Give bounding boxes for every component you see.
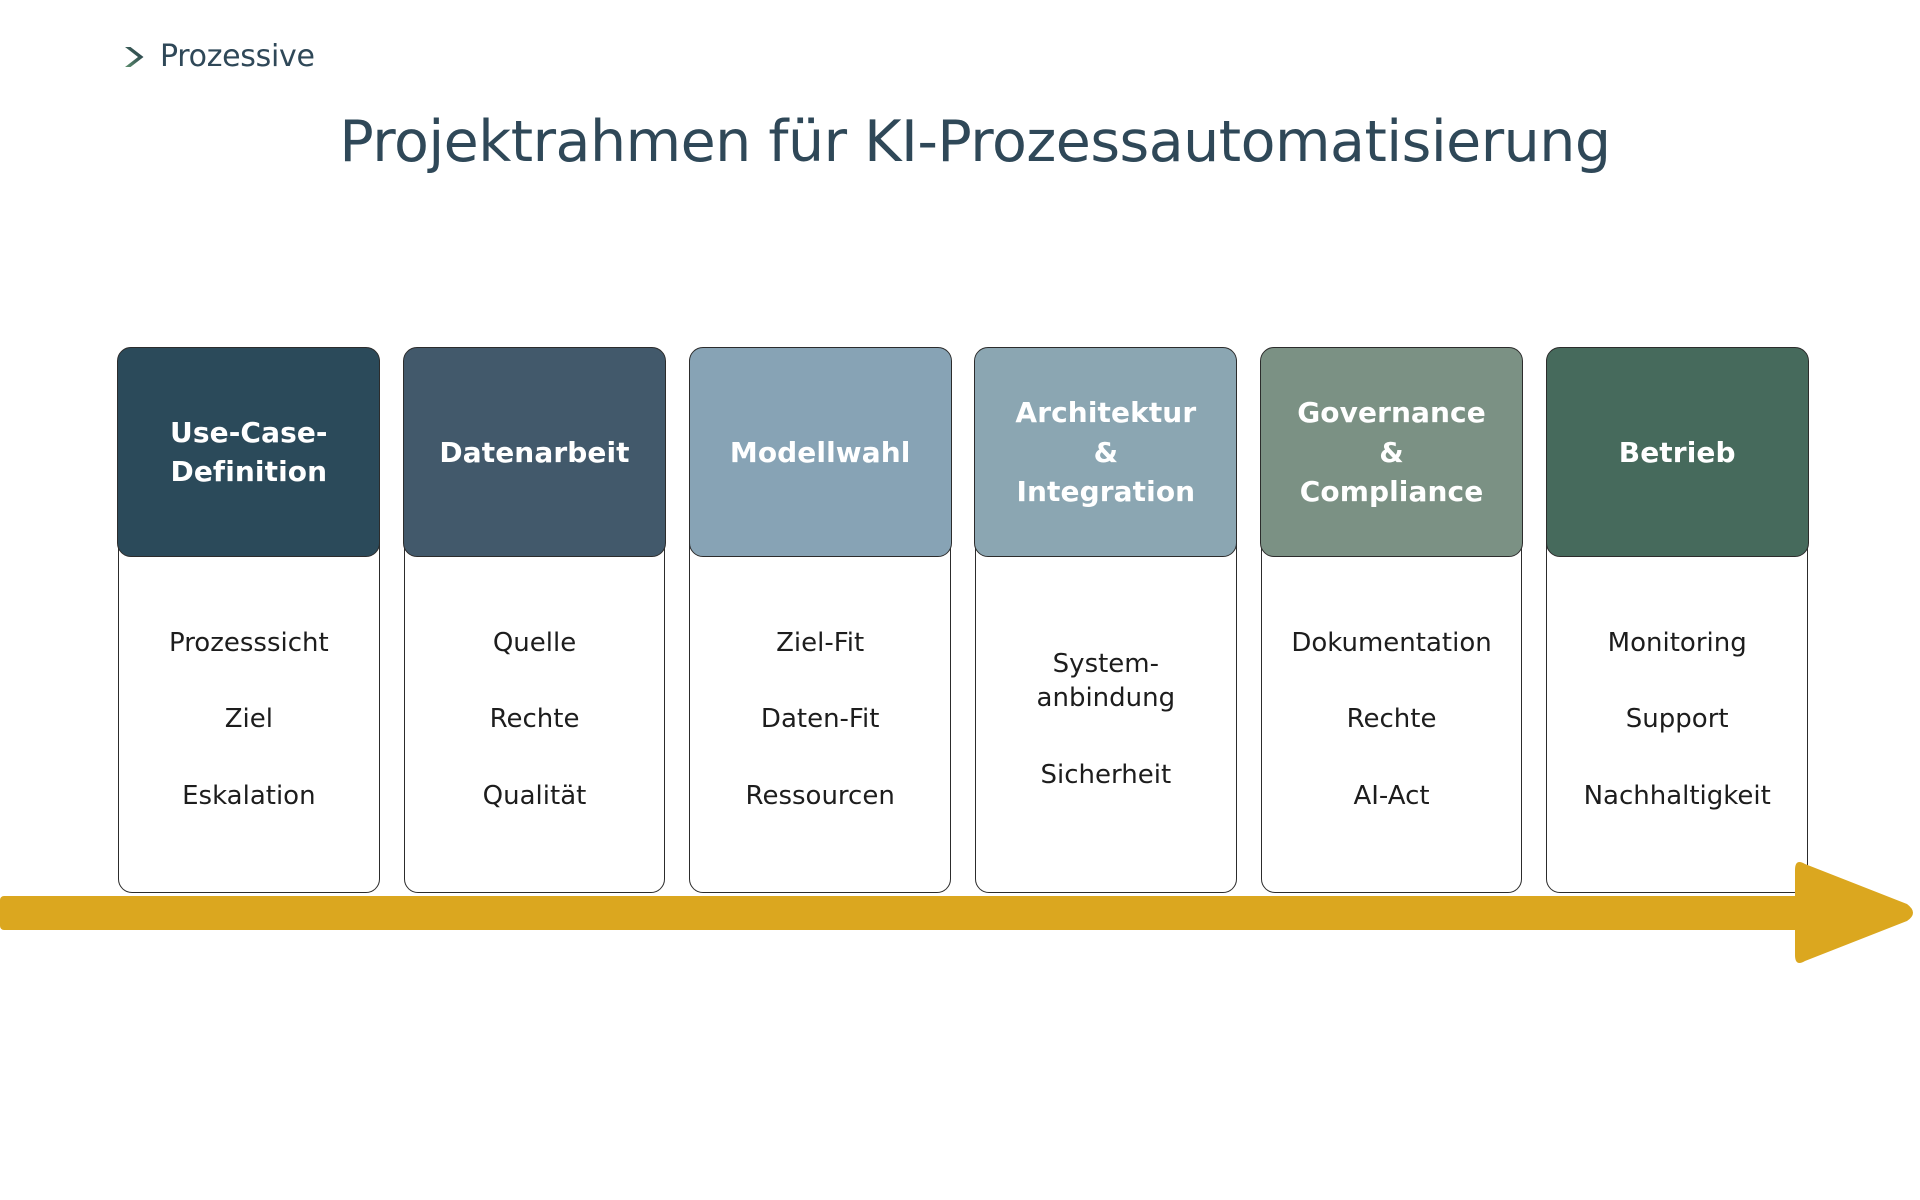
phase-item: Sicherheit (1040, 760, 1172, 791)
phase-item: Prozesssicht (168, 627, 329, 658)
phase-card-body: Monitoring Support Nachhaltigkeit (1547, 556, 1807, 892)
phase-card-body: Quelle Rechte Qualität (405, 556, 665, 892)
phase-title: Governance & Compliance (1297, 395, 1486, 509)
phase-item: Qualität (482, 781, 587, 812)
phase-item: AI-Act (1353, 781, 1430, 812)
phase-item: Ressourcen (745, 781, 895, 812)
phase-card-header: Modellwahl (688, 347, 952, 558)
phase-item: Ziel-Fit (776, 627, 865, 658)
phase-card-header: Datenarbeit (403, 347, 666, 558)
brand-logo: Prozessive (118, 40, 315, 74)
phase-title: Betrieb (1618, 435, 1736, 469)
phase-card-governance-compliance[interactable]: Governance & Compliance Dokumentation Re… (1260, 347, 1523, 893)
phase-card-header: Governance & Compliance (1260, 347, 1523, 558)
phase-title: Datenarbeit (439, 435, 630, 469)
phase-item: Eskalation (182, 781, 316, 812)
phase-card-datenarbeit[interactable]: Datenarbeit Quelle Rechte Qualität (403, 347, 666, 893)
phase-item: Daten-Fit (760, 704, 880, 735)
phase-item: Support (1625, 704, 1729, 735)
phase-card-row: Use-Case- Definition Prozesssicht Ziel E… (117, 347, 1809, 893)
phase-card-modellwahl[interactable]: Modellwahl Ziel-Fit Daten-Fit Ressourcen (688, 347, 952, 893)
phase-card-header: Architektur & Integration (974, 347, 1238, 558)
phase-title: Use-Case- Definition (170, 415, 328, 489)
phase-item: Quelle (492, 627, 577, 658)
phase-card-architektur-integration[interactable]: Architektur & Integration System- anbind… (974, 347, 1238, 893)
phase-card-header: Use-Case- Definition (117, 347, 381, 558)
phase-item: Nachhaltigkeit (1583, 781, 1771, 812)
process-direction-arrow-icon (0, 862, 1913, 963)
phase-item: Ziel (224, 704, 273, 735)
phase-title: Modellwahl (729, 435, 911, 469)
phase-title: Architektur & Integration (1015, 395, 1197, 509)
phase-card-body: Prozesssicht Ziel Eskalation (119, 556, 379, 892)
chevron-right-icon (125, 47, 144, 67)
phase-card-body: Ziel-Fit Daten-Fit Ressourcen (690, 556, 950, 892)
phase-card-use-case-definition[interactable]: Use-Case- Definition Prozesssicht Ziel E… (117, 347, 381, 893)
phase-item: Rechte (489, 704, 580, 735)
phase-card-header: Betrieb (1545, 347, 1809, 558)
phase-card-body: Dokumentation Rechte AI-Act (1262, 556, 1522, 892)
page-title: Projektrahmen für KI-Prozessautomatisier… (339, 109, 1611, 175)
phase-card-betrieb[interactable]: Betrieb Monitoring Support Nachhaltigkei… (1545, 347, 1809, 893)
phase-item: System- anbindung (1036, 648, 1176, 714)
phase-item: Rechte (1346, 704, 1437, 735)
brand-name: Prozessive (160, 39, 315, 74)
phase-card-body: System- anbindung Sicherheit (976, 556, 1236, 892)
phase-item: Dokumentation (1291, 627, 1492, 658)
phase-item: Monitoring (1607, 627, 1747, 658)
